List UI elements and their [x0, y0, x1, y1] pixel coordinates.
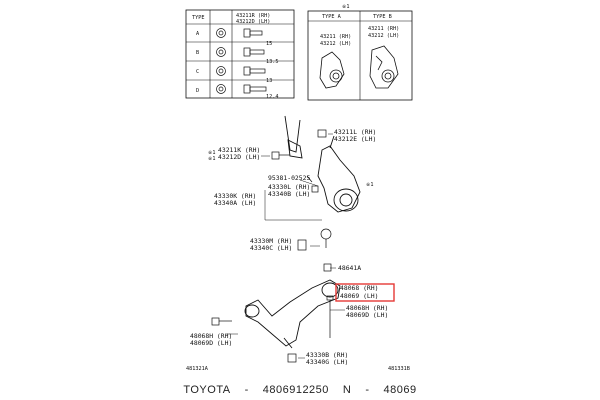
type-a-lh: 43212 (LH) [320, 41, 351, 47]
table-row-type-c: C [196, 69, 199, 75]
table-row-type-a: A [196, 31, 200, 37]
table-row-type-d: D [196, 88, 199, 94]
callout-43330l: 43330L (RH) [268, 183, 310, 191]
callout-43340c: 43340C (LH) [250, 244, 292, 252]
caption-brand: TOYOTA [183, 384, 231, 396]
part-caption: TOYOTA - 4806912250 N - 48069 [0, 380, 600, 400]
callout-43330m: 43330M (RH) [250, 237, 292, 245]
type-b-lh: 43212 (LH) [368, 33, 399, 39]
callout-43212e: 43212E (LH) [334, 135, 376, 143]
callout-95381: 95381-02525 [268, 174, 310, 182]
callout-43211l: 43211L (RH) [334, 128, 376, 136]
bolt-type-table: TYPE 43211R (RH) 43212D (LH) A B C D 15 … [185, 9, 295, 100]
callout-43330k: 43330K (RH) [214, 192, 256, 200]
marker-note-2: ※1 [208, 156, 215, 162]
type-box-marker: ※1 [342, 4, 349, 10]
nut-icon [216, 28, 226, 94]
table-row-type-b: B [196, 50, 199, 56]
type-b-header: TYPE B [373, 14, 392, 20]
type-a-rh: 43211 (RH) [320, 34, 351, 40]
callout-48069d-left: 48069D (LH) [190, 339, 232, 347]
callout-48069d-right: 48069D (LH) [346, 311, 388, 319]
callout-48068h-right: 48068H (RH) [346, 304, 388, 312]
highlight-box [335, 283, 395, 302]
marker-note-3: ※1 [366, 182, 373, 188]
callout-43330b: 43330B (RH) [306, 351, 348, 359]
table-row-note-b: 13.5 [266, 59, 279, 65]
callout-48068: 48068 (RH) [340, 284, 378, 292]
knuckle-type-box: ※1 TYPE A TYPE B 43211 (RH) 43212 (LH) 4… [307, 4, 413, 101]
type-b-rh: 43211 (RH) [368, 26, 399, 32]
callout-43340g: 43340G (LH) [306, 358, 348, 366]
knuckle-sketch-icon [319, 45, 399, 89]
caption-short-number: 48069 [383, 384, 417, 396]
type-a-header: TYPE A [322, 14, 342, 20]
callout-43340a: 43340A (LH) [214, 199, 256, 207]
leader-lines [226, 133, 345, 359]
hardware-icons [211, 129, 334, 363]
callout-43212d: 43212D (LH) [218, 153, 260, 161]
marker-note-1: ※1 [208, 150, 215, 156]
caption-separator: - [244, 384, 249, 396]
callout-43211k: 43211K (RH) [218, 146, 260, 154]
table-row-note-c: 13 [266, 78, 272, 84]
table-row-note-d: 12.4 [266, 94, 279, 100]
table-row-note-a: 15 [266, 41, 272, 47]
callout-43340b: 43340B (LH) [268, 190, 310, 198]
lower-control-arm [244, 279, 341, 349]
bolt-icon [243, 28, 267, 94]
steering-knuckle [284, 115, 361, 213]
callout-48069-highlighted: 48069 (LH) [340, 292, 378, 300]
caption-short-prefix: N [342, 384, 352, 396]
figure-code-left: 481321A [186, 366, 209, 372]
table-header-rh: 43211R (RH) [236, 13, 270, 19]
table-header-lh: 43212D (LH) [236, 19, 270, 25]
callout-48641a: 48641A [338, 264, 361, 272]
caption-part-number: 4806912250 [262, 384, 329, 396]
callout-48068h-left: 48068H (RH) [190, 332, 232, 340]
caption-separator-2: - [365, 384, 370, 396]
figure-code-right: 481331B [388, 366, 410, 372]
table-header-type: TYPE [192, 15, 205, 21]
